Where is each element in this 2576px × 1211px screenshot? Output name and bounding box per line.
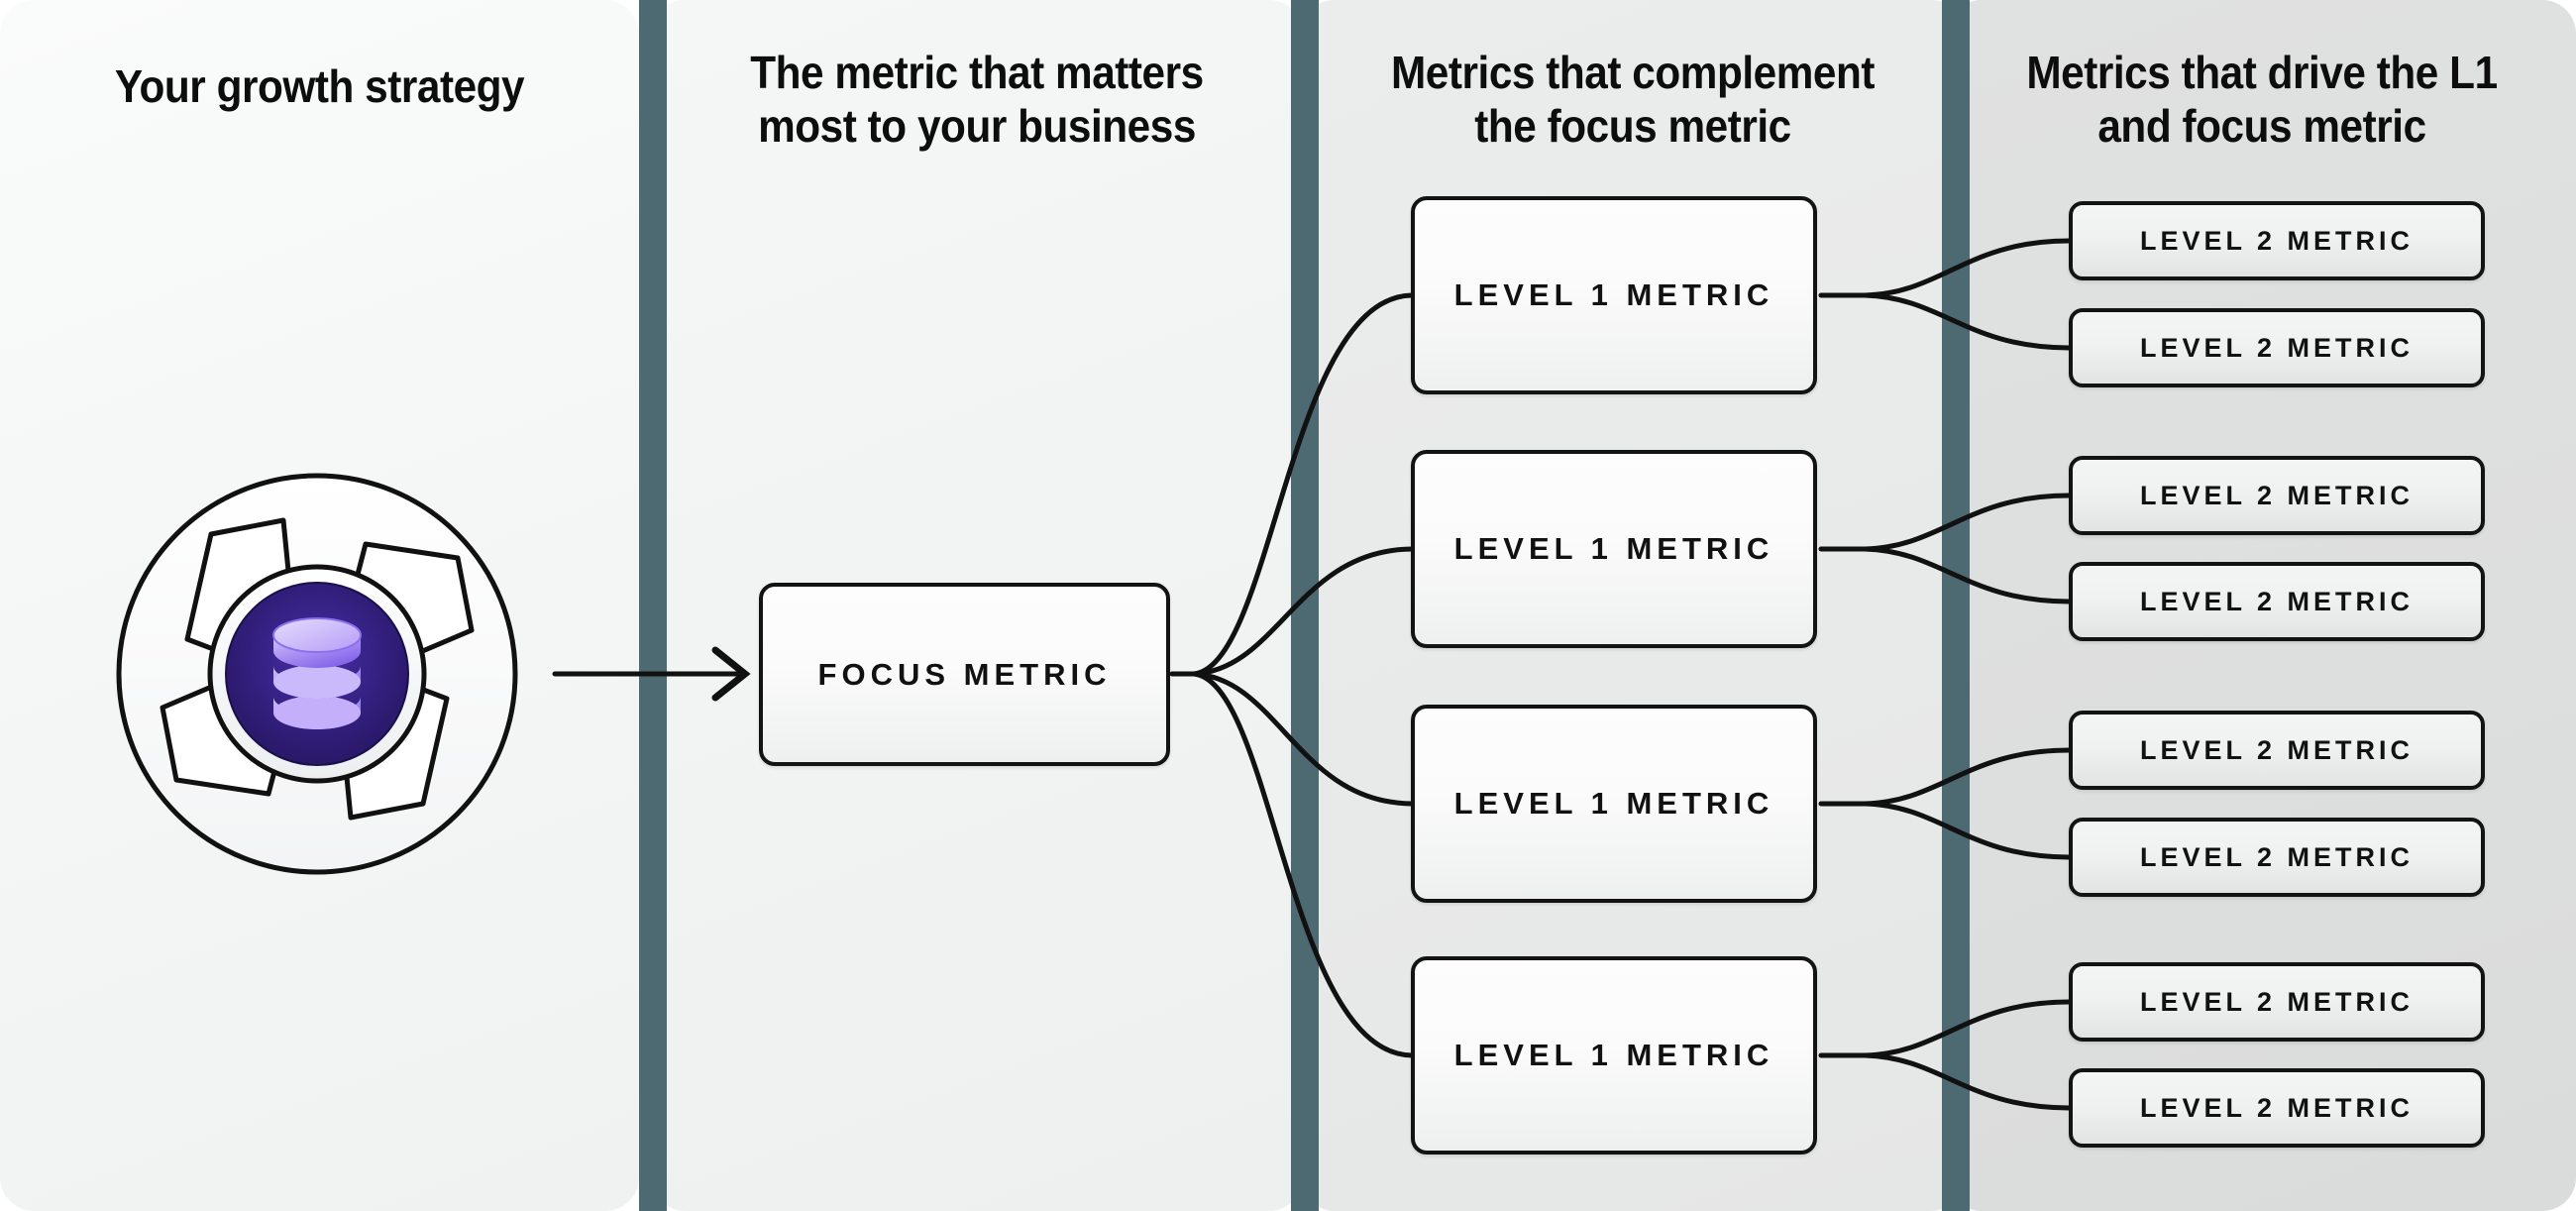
node-level2-metric-2[interactable]: LEVEL 2 METRIC: [2069, 308, 2485, 387]
node-level2-metric-8[interactable]: LEVEL 2 METRIC: [2069, 1068, 2485, 1148]
node-level2-metric-1[interactable]: LEVEL 2 METRIC: [2069, 201, 2485, 280]
node-focus-metric[interactable]: FOCUS METRIC: [759, 583, 1170, 766]
node-level2-metric-5[interactable]: LEVEL 2 METRIC: [2069, 711, 2485, 790]
node-level1-metric-4[interactable]: LEVEL 1 METRIC: [1411, 956, 1817, 1155]
node-level2-metric-6[interactable]: LEVEL 2 METRIC: [2069, 818, 2485, 897]
node-level2-metric-7[interactable]: LEVEL 2 METRIC: [2069, 962, 2485, 1042]
database-icon: [272, 617, 362, 729]
column-divider-1: [639, 0, 667, 1211]
column-divider-3: [1942, 0, 1970, 1211]
node-level2-metric-4[interactable]: LEVEL 2 METRIC: [2069, 562, 2485, 641]
growth-strategy-logo: [79, 426, 555, 912]
column-title-growth-strategy: Your growth strategy: [114, 60, 525, 112]
node-level1-metric-2[interactable]: LEVEL 1 METRIC: [1411, 450, 1817, 648]
column-divider-2: [1291, 0, 1319, 1211]
node-level2-metric-3[interactable]: LEVEL 2 METRIC: [2069, 456, 2485, 535]
node-level1-metric-1[interactable]: LEVEL 1 METRIC: [1411, 196, 1817, 394]
node-level1-metric-3[interactable]: LEVEL 1 METRIC: [1411, 705, 1817, 903]
